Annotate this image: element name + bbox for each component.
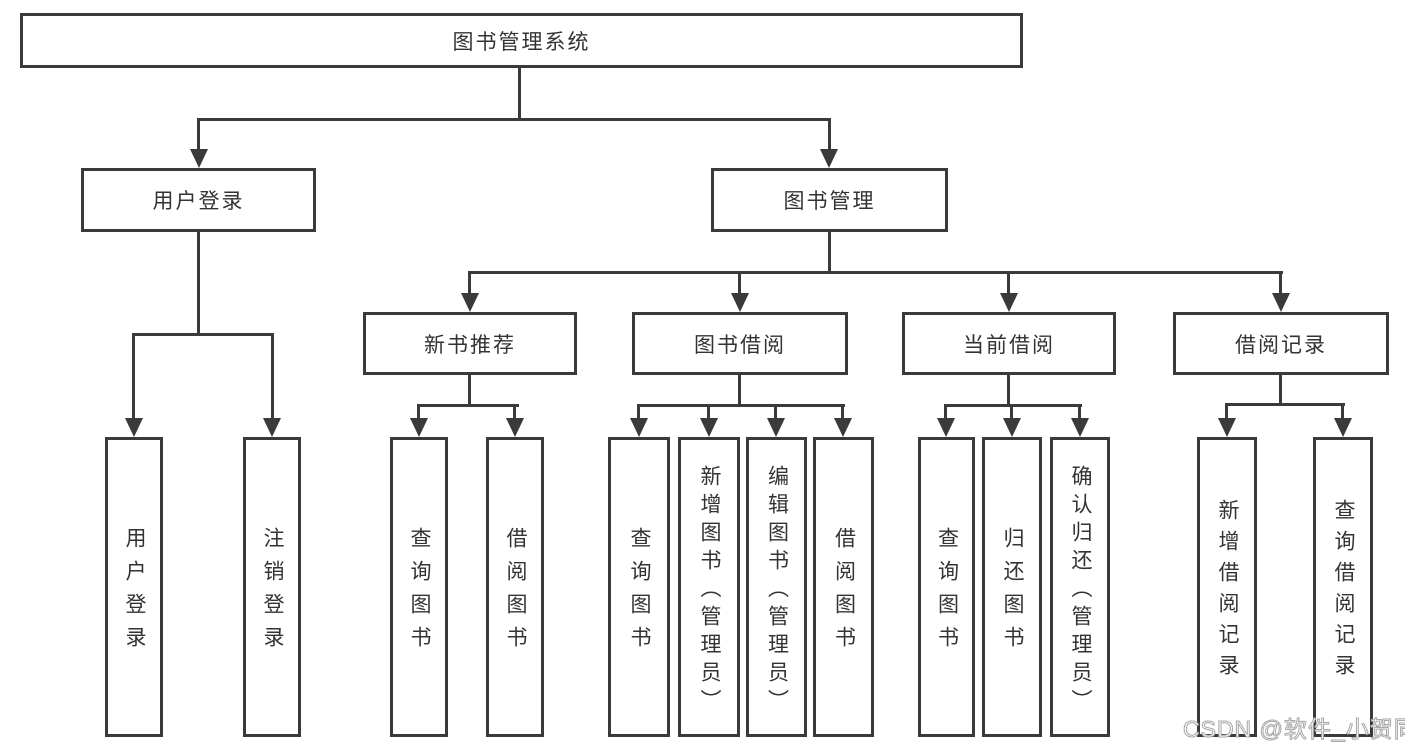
node-user-login: 用户登录 [81,168,316,232]
connector-line [417,404,420,422]
node-new-book-recommend: 新书推荐 [363,312,577,375]
node-current-borrow-label: 当前借阅 [963,333,1055,357]
arrow-down-icon [630,418,648,437]
connector-line [1010,404,1013,422]
leaf-query-books-current-label: 查询图书 [935,527,959,659]
arrow-down-icon [1071,418,1089,437]
connector-line [738,271,741,297]
leaf-add-book-admin: 新增图书（管理员） [678,437,740,737]
leaf-query-books-recommend: 查询图书 [390,437,448,737]
connector-line [468,271,1283,274]
connector-line [513,404,516,422]
leaf-borrow-books-recommend: 借阅图书 [486,437,544,737]
leaf-query-books-current: 查询图书 [918,437,975,737]
leaf-return-books-label: 归还图书 [1001,527,1024,659]
connector-line [944,404,947,422]
arrow-down-icon [937,418,955,437]
arrow-down-icon [700,418,718,437]
leaf-query-books-borrow-label: 查询图书 [628,527,651,659]
leaf-confirm-return-admin: 确认归还（管理员） [1050,437,1110,737]
connector-line [197,232,200,335]
node-borrow-records: 借阅记录 [1173,312,1389,375]
arrow-down-icon [125,418,143,437]
connector-line [637,404,845,407]
leaf-borrow-books-label: 借阅图书 [832,527,856,659]
leaf-borrow-books-recommend-label: 借阅图书 [504,527,527,659]
leaf-confirm-return-admin-label: 确认归还（管理员） [1069,464,1092,717]
connector-line [197,118,200,154]
leaf-query-books-recommend-label: 查询图书 [408,527,431,659]
arrow-down-icon [263,418,281,437]
node-library-system: 图书管理系统 [20,13,1023,68]
connector-line [828,118,831,154]
arrow-down-icon [190,149,208,168]
node-current-borrow: 当前借阅 [902,312,1116,375]
leaf-query-borrow-record: 查询借阅记录 [1313,437,1373,737]
connector-line [1279,271,1282,297]
leaf-borrow-books: 借阅图书 [813,437,874,737]
connector-line [1007,271,1010,297]
connector-line [1225,403,1345,406]
node-new-book-recommend-label: 新书推荐 [424,333,516,357]
arrow-down-icon [1334,418,1352,437]
connector-line [841,404,844,422]
connector-line [132,333,135,421]
connector-line [738,375,741,407]
connector-line [1078,404,1081,422]
leaf-return-books: 归还图书 [982,437,1042,737]
arrow-down-icon [1218,418,1236,437]
connector-line [1279,375,1282,406]
connector-line [468,374,471,407]
arrow-down-icon [834,418,852,437]
leaf-edit-book-admin-label: 编辑图书（管理员） [765,464,789,717]
connector-line [417,404,519,407]
connector-line [518,68,521,120]
arrow-down-icon [410,418,428,437]
node-book-borrow-label: 图书借阅 [694,333,786,357]
arrow-down-icon [731,293,749,312]
leaf-add-borrow-record-label: 新增借阅记录 [1216,499,1239,685]
csdn-watermark: CSDN @软件_小贺同学 [1183,716,1405,743]
arrow-down-icon [1272,293,1290,312]
node-library-system-label: 图书管理系统 [452,30,591,54]
connector-line [198,118,831,121]
node-user-login-label: 用户登录 [152,190,245,213]
leaf-add-borrow-record: 新增借阅记录 [1197,437,1257,737]
leaf-query-borrow-record-label: 查询借阅记录 [1332,499,1355,685]
connector-line [132,333,274,336]
arrow-down-icon [461,293,479,312]
connector-line [707,404,710,422]
connector-line [944,404,1082,407]
arrow-down-icon [1003,418,1021,437]
connector-line [1341,403,1344,422]
connector-line [774,404,777,422]
connector-line [828,232,831,274]
node-book-borrow: 图书借阅 [632,312,848,375]
arrow-down-icon [1000,293,1018,312]
leaf-query-books-borrow: 查询图书 [608,437,670,737]
connector-line [271,333,274,421]
leaf-edit-book-admin: 编辑图书（管理员） [746,437,807,737]
leaf-user-login: 用户登录 [105,437,163,737]
node-book-management: 图书管理 [711,168,948,232]
leaf-user-login-label: 用户登录 [123,527,146,659]
leaf-logout: 注销登录 [243,437,301,737]
leaf-logout-label: 注销登录 [261,527,284,659]
connector-line [1007,375,1010,407]
arrow-down-icon [506,418,524,437]
connector-line [1225,403,1228,422]
node-book-management-label: 图书管理 [783,190,876,213]
node-borrow-records-label: 借阅记录 [1235,333,1327,357]
connector-line [468,271,471,297]
connector-line [637,404,640,422]
arrow-down-icon [820,149,838,168]
arrow-down-icon [767,418,785,437]
leaf-add-book-admin-label: 新增图书（管理员） [698,464,721,717]
